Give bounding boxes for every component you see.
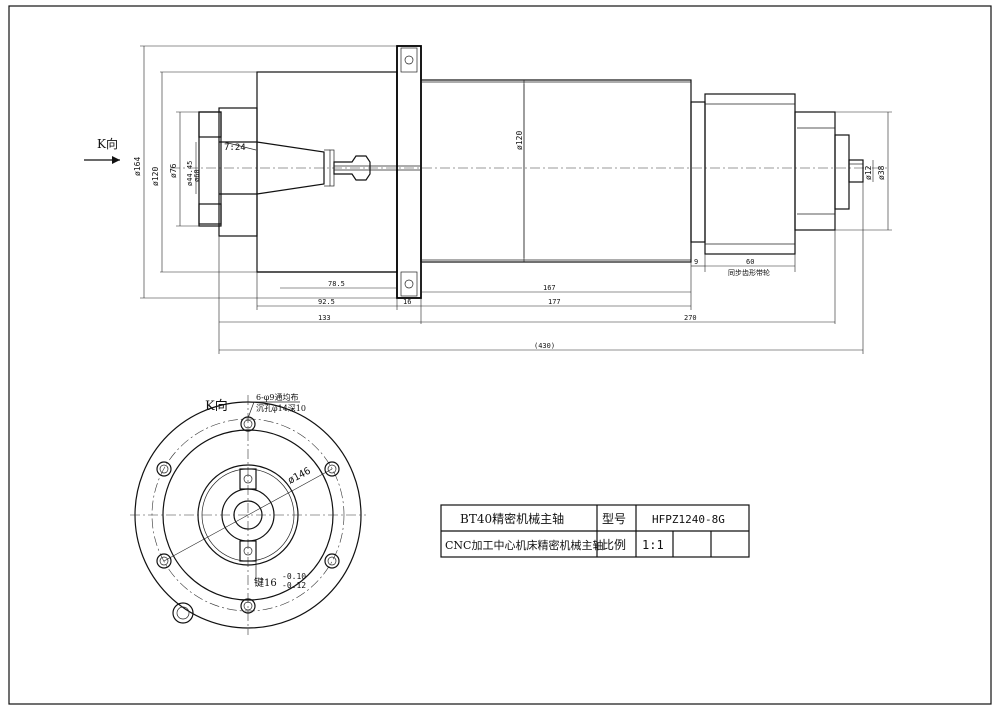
lifting-lug [172,602,194,624]
title-name-1: BT40精密机械主轴 [460,511,564,526]
rear-cap [794,111,836,231]
bolt-holes [156,416,340,614]
drive-key-bottom [198,203,222,227]
dim-167: 167 [543,284,556,292]
dim-d60: ø60 [193,169,201,182]
dim-d164: ø164 [133,157,142,176]
spindle-front-view: 7:24 ø164 [84,45,892,354]
k-view: K向 ø146 6-φ9通均布 沉孔φ14 [130,392,366,635]
dim-177: 177 [548,298,561,306]
mounting-flange [396,45,422,299]
drive-key-upper [239,468,257,490]
pulley-note: 同步齿形带轮 [728,268,770,277]
dim-133: 133 [318,314,331,322]
dim-d76: ø76 [169,163,178,178]
drive-key-top [198,111,222,138]
dim-270: 270 [684,314,697,322]
taper-label: 7:24 [224,143,246,153]
timing-pulley [704,93,796,255]
dim-92: 92.5 [318,298,335,306]
dim-d120-body: ø120 [515,131,524,150]
drive-key-lower [239,540,257,562]
model-value: HFPZ1240-8G [652,513,725,526]
dim-430: (430) [534,342,555,350]
bolt-note-1: 6-φ9通均布 [256,392,298,402]
dim-d44: ø44.45 [186,161,194,186]
k-direction-label: K向 [97,136,118,151]
key-tol-lower: -0.12 [282,581,306,590]
dim-d120-flange: ø120 [151,167,160,186]
scale-label: 比例 [602,538,626,552]
pcd-label: ø146 [286,466,312,487]
dim-9: 9 [694,258,698,266]
model-label: 型号 [602,512,626,526]
dim-60: 60 [746,258,754,266]
dim-16: 16 [403,298,411,306]
dim-78: 78.5 [328,280,345,288]
key-tol-upper: -0.10 [282,572,306,581]
pull-stud [333,155,371,181]
drawing-frame [8,5,992,705]
dim-d12: ø12 [864,165,873,180]
title-name-2: CNC加工中心机床精密机械主轴 [445,538,603,552]
nose-plate [218,107,258,237]
bolt-note-2: 沉孔φ14深10 [256,404,306,413]
key-label: 键16 [254,576,277,589]
dim-d38: ø38 [877,165,886,180]
taper-outline [219,141,325,195]
front-housing [256,71,398,273]
shaft-end [848,159,864,183]
scale-value: 1:1 [642,538,664,552]
title-block: BT40精密机械主轴 CNC加工中心机床精密机械主轴 型号 HFPZ1240-8… [440,504,750,558]
spindle-body [420,79,692,263]
